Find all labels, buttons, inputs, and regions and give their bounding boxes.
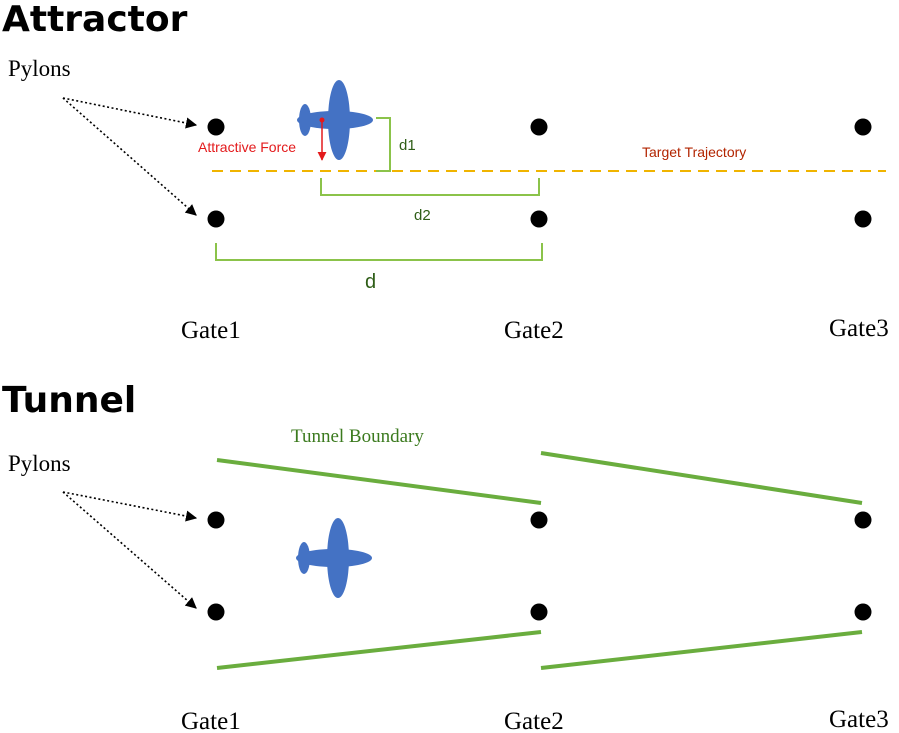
pylon-marker xyxy=(854,210,872,228)
pylon-marker xyxy=(854,118,872,136)
tunnel-gate2-label: Gate2 xyxy=(504,708,564,733)
pylon-pointer-arrow-top xyxy=(62,97,198,129)
attractor-gate1-label: Gate1 xyxy=(181,317,241,344)
pylon-marker xyxy=(207,511,225,529)
attractor-gate2-label: Gate2 xyxy=(504,317,564,344)
tunnel-boundary-upper-1 xyxy=(216,458,542,505)
d2-bracket xyxy=(320,178,540,196)
tunnel-boundary-upper-2 xyxy=(540,451,863,505)
d-bracket xyxy=(215,243,543,261)
pylon-pointer-arrow-bottom xyxy=(62,97,197,216)
tunnel-title: Tunnel xyxy=(2,380,136,421)
pylon-marker xyxy=(530,603,548,621)
pylon-marker xyxy=(854,511,872,529)
pylon-marker xyxy=(530,118,548,136)
tunnel-boundary-label: Tunnel Boundary xyxy=(291,426,424,447)
tunnel-boundary-lower-1 xyxy=(216,630,542,670)
tunnel-gate1-label: Gate1 xyxy=(181,708,241,733)
d1-bracket xyxy=(376,117,391,172)
pylon-pointer-arrow-bottom xyxy=(62,491,197,609)
attractor-pylons-label: Pylons xyxy=(8,56,71,81)
attractor-gate3-label: Gate3 xyxy=(829,315,889,342)
attractor-title: Attractor xyxy=(2,0,188,40)
pylon-marker xyxy=(530,210,548,228)
d2-label: d2 xyxy=(414,207,431,224)
tunnel-gate3-label: Gate3 xyxy=(829,706,889,733)
airplane-icon xyxy=(297,80,373,160)
d-label: d xyxy=(365,271,376,293)
plane-center-point xyxy=(319,117,325,123)
attractive-force-label: Attractive Force xyxy=(198,139,296,155)
attractor-section: Attractor Pylons Target Trajectory Attra… xyxy=(2,0,889,344)
tunnel-section: Tunnel Pylons Tunnel Boundary Gate1 Gate… xyxy=(2,380,889,733)
tunnel-boundary-lower-2 xyxy=(540,630,863,670)
pylon-marker xyxy=(207,603,225,621)
pylon-pointer-arrow-top xyxy=(62,491,198,522)
pylon-marker xyxy=(530,511,548,529)
airplane-icon xyxy=(296,518,372,598)
pylon-marker xyxy=(854,603,872,621)
pylon-marker xyxy=(207,210,225,228)
pylon-marker xyxy=(207,118,225,136)
d1-label: d1 xyxy=(399,137,416,154)
target-trajectory-label: Target Trajectory xyxy=(642,144,746,160)
tunnel-pylons-label: Pylons xyxy=(8,451,71,476)
